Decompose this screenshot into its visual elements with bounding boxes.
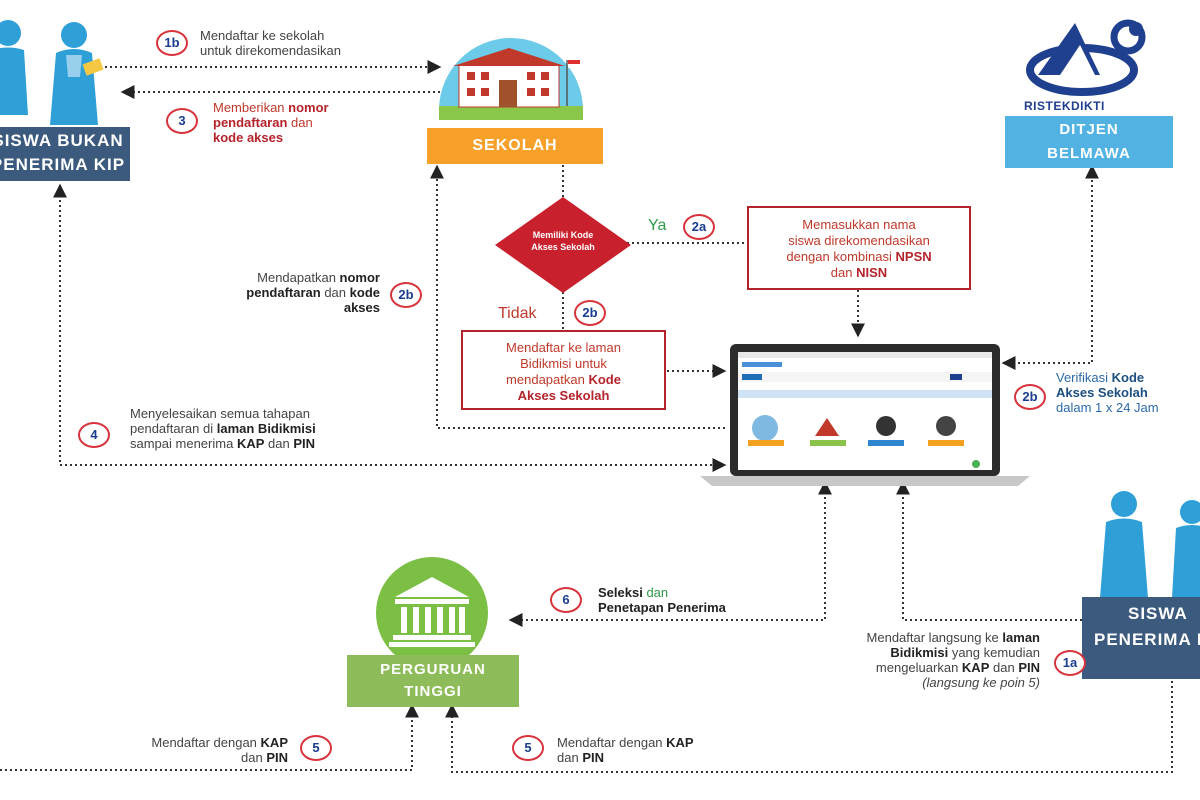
- students-kip-illustration: [1092, 488, 1200, 598]
- arrow-2b-right: [1001, 164, 1099, 370]
- step-1b-text: Mendaftar ke sekolah untuk direkomendasi…: [200, 28, 341, 58]
- step-6-text: Seleksi dan Penetapan Penerima: [598, 585, 726, 615]
- box-sekolah: SEKOLAH: [427, 128, 603, 164]
- step-2b-left-text: Mendapatkan nomor pendaftaran dan kode a…: [246, 270, 380, 315]
- step-5-right-text: Mendaftar dengan KAP dan PIN: [557, 735, 694, 765]
- arrow-5-left: [0, 703, 419, 771]
- branch-tidak: Tidak: [498, 305, 537, 322]
- decision-diamond: Memiliki Kode Akses Sekolah: [495, 197, 631, 293]
- step-3-text: Memberikan nomor pendaftaran dan kode ak…: [213, 100, 329, 145]
- step-badge-5-left: 5: [300, 735, 332, 761]
- step-badge-1a: 1a: [1054, 650, 1086, 676]
- university-icon: [365, 555, 499, 669]
- laptop-bidikmisi-site: [700, 340, 1030, 488]
- step-badge-2a: 2a: [683, 214, 715, 240]
- step-badge-5-right: 5: [512, 735, 544, 761]
- arrow-1a: [896, 480, 1082, 621]
- step-2b-right-text: Verifikasi Kode Akses Sekolah dalam 1 x …: [1056, 370, 1159, 415]
- arrow-6: [508, 480, 832, 627]
- branch-ya: Ya: [648, 217, 667, 234]
- school-illustration: [437, 20, 585, 120]
- decision-text-line2: Akses Sekolah: [531, 242, 595, 252]
- arrow-4: [53, 183, 727, 472]
- step-badge-4: 4: [78, 422, 110, 448]
- box-siswa-bukan-penerima-kip: SISWA BUKAN PENERIMA KIP: [0, 127, 130, 181]
- step-5-left-text: Mendaftar dengan KAP dan PIN: [151, 735, 288, 765]
- step-badge-3: 3: [166, 108, 198, 134]
- box-ditjen-belmawa: DITJEN BELMAWA: [1005, 116, 1173, 168]
- step-badge-2b-left: 2b: [390, 282, 422, 308]
- decision-text-line1: Memiliki Kode: [532, 230, 594, 240]
- step-badge-2b-right: 2b: [1014, 384, 1046, 410]
- step-badge-6: 6: [550, 587, 582, 613]
- step-1a-text: Mendaftar langsung ke laman Bidikmisi ya…: [866, 630, 1040, 690]
- ristekdikti-logo: RISTEKDIKTI: [1020, 15, 1150, 115]
- students-non-kip-illustration: [0, 15, 110, 125]
- step-4-text: Menyelesaikan semua tahapan pendaftaran …: [130, 406, 316, 451]
- ristekdikti-logo-text: RISTEKDIKTI: [1024, 99, 1105, 113]
- step-badge-1b: 1b: [156, 30, 188, 56]
- step-badge-2b-tidak: 2b: [574, 300, 606, 326]
- box-step-2b-tidak: Mendaftar ke laman Bidikmisi untuk menda…: [461, 330, 666, 410]
- box-siswa-penerima-kip: SISWA PENERIMA KIP: [1082, 597, 1200, 679]
- box-perguruan-tinggi: PERGURUAN TINGGI: [347, 655, 519, 707]
- box-step-2a: Memasukkan nama siswa direkomendasikan d…: [747, 206, 971, 290]
- arrow-5-right: [445, 676, 1173, 773]
